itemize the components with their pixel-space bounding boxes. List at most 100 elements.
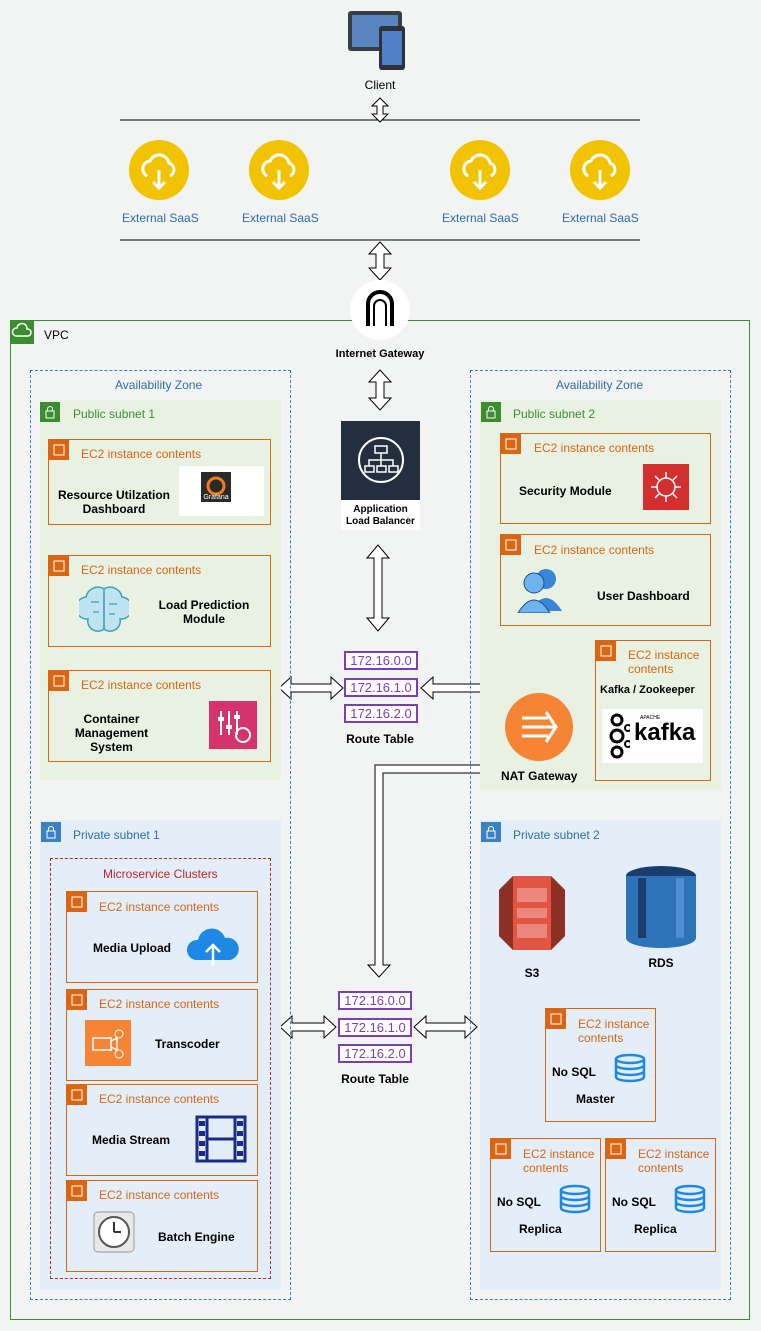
ec2-title: EC2 instance contents — [534, 543, 655, 557]
ec2-title: EC2 instance contents — [638, 1147, 710, 1175]
load-balancer-icon — [341, 421, 420, 500]
saas-label-1: External SaaS — [122, 211, 199, 225]
route-entry: 172.16.2.0 — [344, 704, 418, 723]
availability-zone-right — [470, 370, 731, 1300]
ec2-resource-dashboard: EC2 instance contents Resource Utilzatio… — [48, 439, 271, 525]
ec2-title: EC2 instance contents — [99, 1092, 220, 1106]
kafka-label: Kafka / Zookeeper — [600, 684, 695, 696]
media-stream-label: Media Stream — [92, 1133, 171, 1147]
brain-icon — [75, 584, 133, 634]
nosql-master-role-label: Master — [576, 1092, 615, 1106]
public-subnet-1-label: Public subnet 1 — [73, 407, 156, 421]
vpc-cloud-icon — [10, 320, 34, 344]
ec2-security-module: EC2 instance contents Security Module — [500, 433, 711, 524]
saas-cloud-icon — [129, 140, 189, 203]
saas-label-4: External SaaS — [562, 211, 639, 225]
ec2-transcoder: EC2 instance contents Transcoder — [66, 989, 258, 1081]
ec2-chip-icon — [49, 671, 69, 691]
nosql-replica-2-role-label: Replica — [634, 1222, 677, 1236]
saas-cloud-icon — [450, 140, 510, 203]
route-entry: 172.16.1.0 — [344, 678, 418, 697]
saas-cloud-icon — [249, 140, 309, 203]
microservice-clusters — [50, 858, 271, 1279]
clock-icon — [93, 1211, 135, 1253]
grafana-logo-icon: Grafana — [179, 466, 264, 516]
shield-icon — [643, 464, 689, 510]
database-icon — [559, 1184, 591, 1214]
nosql-master-db-label: No SQL — [552, 1065, 596, 1079]
vpc-label: VPC — [44, 328, 69, 342]
client-label: Client — [364, 78, 396, 92]
route-entry: 172.16.0.0 — [344, 651, 418, 670]
nat-gateway-icon — [504, 692, 574, 762]
lock-icon — [481, 822, 501, 842]
ec2-title: EC2 instance contents — [534, 441, 655, 455]
user-dashboard-label: User Dashboard — [597, 589, 690, 603]
alb-label-box: Application Load Balancer — [341, 500, 420, 530]
ec2-chip-icon — [49, 556, 69, 576]
ec2-user-dashboard: EC2 instance contents User Dashboard — [500, 534, 711, 626]
systems-manager-icon — [209, 701, 257, 749]
ec2-media-upload: EC2 instance contents Media Upload — [66, 891, 258, 983]
private-subnet-1-label: Private subnet 1 — [73, 828, 160, 842]
ec2-chip-icon — [606, 1139, 626, 1159]
nosql-replica-1-role-label: Replica — [519, 1222, 562, 1236]
az-left-label: Availability Zone — [115, 378, 203, 392]
alb-label: Application Load Balancer — [346, 504, 415, 527]
transcoder-icon — [85, 1020, 131, 1066]
client-devices-icon — [347, 10, 405, 72]
ec2-chip-icon — [596, 641, 616, 661]
load-prediction-label: Load Prediction Module — [158, 598, 250, 626]
route-table-label: Route Table — [346, 732, 414, 746]
lock-icon — [41, 822, 61, 842]
route-table-label: Route Table — [341, 1072, 409, 1086]
nat-gateway-label: NAT Gateway — [501, 769, 578, 783]
nosql-replica-2-db-label: No SQL — [612, 1195, 656, 1209]
lock-icon — [481, 402, 501, 422]
saas-cloud-icon — [570, 140, 630, 203]
ec2-nosql-replica-1: EC2 instance contents No SQL Replica — [490, 1138, 601, 1252]
media-upload-label: Media Upload — [93, 941, 172, 955]
database-icon — [674, 1184, 706, 1214]
ec2-chip-icon — [67, 892, 87, 912]
lock-icon — [40, 402, 60, 422]
ec2-chip-icon — [67, 990, 87, 1010]
private-subnet-2-label: Private subnet 2 — [513, 828, 600, 842]
ec2-chip-icon — [501, 535, 521, 555]
ec2-title: EC2 instance contents — [99, 1188, 220, 1202]
kafka-logo-icon: APACHE kafka — [602, 709, 703, 763]
rds-database-icon — [624, 866, 698, 948]
ec2-nosql-master: EC2 instance contents No SQL Master — [545, 1008, 656, 1122]
users-icon — [516, 563, 566, 614]
saas-label-2: External SaaS — [242, 211, 319, 225]
ec2-media-stream: EC2 instance contents Media Stream — [66, 1084, 258, 1176]
ec2-chip-icon — [491, 1139, 511, 1159]
ec2-chip-icon — [67, 1085, 87, 1105]
route-entry: 172.16.0.0 — [338, 991, 412, 1010]
ec2-title: EC2 instance contents — [578, 1017, 650, 1045]
microservice-clusters-label: Microservice Clusters — [103, 867, 218, 881]
s3-label: S3 — [524, 966, 540, 980]
s3-bucket-icon — [493, 868, 571, 958]
az-right-label: Availability Zone — [556, 378, 644, 392]
ec2-chip-icon — [67, 1181, 87, 1201]
public-subnet-2-label: Public subnet 2 — [513, 407, 596, 421]
transcoder-label: Transcoder — [155, 1037, 220, 1051]
route-entry: 172.16.1.0 — [338, 1018, 412, 1037]
saas-label-3: External SaaS — [442, 211, 519, 225]
nosql-replica-1-db-label: No SQL — [497, 1195, 541, 1209]
ec2-title: EC2 instance contents — [99, 900, 220, 914]
ec2-title: EC2 instance contents — [628, 648, 700, 676]
ec2-title: EC2 instance contents — [99, 997, 220, 1011]
ec2-title: EC2 instance contents — [523, 1147, 595, 1175]
route-entry: 172.16.2.0 — [338, 1044, 412, 1063]
ec2-nosql-replica-2: EC2 instance contents No SQL Replica — [605, 1138, 716, 1252]
rds-label: RDS — [648, 956, 674, 970]
ec2-chip-icon — [49, 440, 69, 460]
ec2-kafka: EC2 instance contents Kafka / Zookeeper … — [595, 640, 711, 781]
ec2-batch-engine: EC2 instance contents Batch Engine — [66, 1180, 258, 1272]
film-strip-icon — [195, 1113, 247, 1165]
ec2-load-prediction: EC2 instance contents Load Prediction Mo… — [48, 555, 271, 647]
database-icon — [614, 1053, 646, 1083]
